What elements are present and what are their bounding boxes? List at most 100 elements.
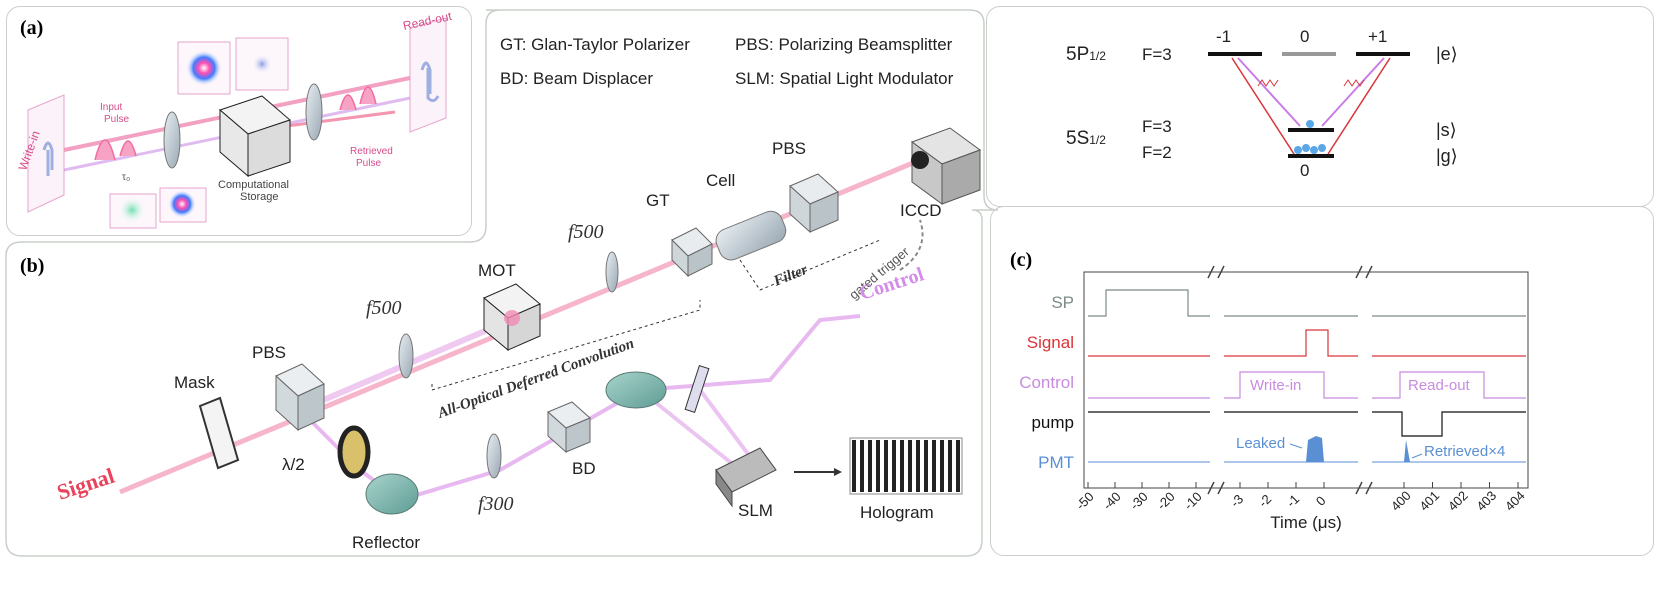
- retrieved-peak: [1404, 440, 1410, 462]
- panel-b: (b) GT: Glan-Taylor Polarizer PBS: Polar…: [5, 9, 999, 557]
- decay-wiggle-left: [1257, 79, 1279, 87]
- hologram-label: Hologram: [860, 503, 934, 522]
- retrieved-label-c: Retrieved×4: [1424, 443, 1505, 460]
- lower-f2-label: F=2: [1142, 143, 1172, 162]
- m-plus-label: +1: [1368, 27, 1387, 46]
- retrieved-label-2: Pulse: [356, 158, 381, 169]
- bd-crystal: [547, 401, 591, 454]
- trace-pump-3: [1372, 411, 1526, 437]
- m-zero-bottom-label: 0: [1300, 161, 1309, 180]
- half-wave-label: λ/2: [282, 455, 305, 474]
- x-tick-label: -30: [1127, 489, 1151, 513]
- input-pulse-label-2: Pulse: [104, 114, 129, 125]
- gt-label: GT: [646, 191, 670, 210]
- decay-wiggle-right: [1343, 79, 1365, 87]
- channel-pmt: PMT: [1038, 453, 1074, 472]
- x-tick-label: 400: [1388, 488, 1414, 514]
- panel-b-frame: [5, 9, 999, 557]
- panel-c: (c) SP Signal Control pump PMT Write-in …: [1010, 249, 1529, 532]
- ket-s: |s⟩: [1436, 120, 1457, 140]
- pbs-top-cube: [789, 173, 839, 234]
- trace-control-2: [1224, 371, 1358, 399]
- f500-left-lens: [398, 333, 414, 379]
- read-out-label-c: Read-out: [1408, 377, 1471, 394]
- atom-g-2: [1302, 144, 1310, 152]
- reflector-mirror: [365, 473, 419, 515]
- input-pulse-shape: [94, 139, 137, 161]
- fold-mirror: [684, 364, 710, 414]
- legend-pbs: PBS: Polarizing Beamsplitter: [735, 35, 953, 54]
- lower-f3-label: F=3: [1142, 117, 1172, 136]
- upper-f-label: F=3: [1142, 45, 1172, 64]
- level-scheme-frame: [986, 6, 1654, 207]
- trace-sp-1: [1088, 289, 1210, 317]
- x-tick-label: 401: [1416, 488, 1442, 514]
- leaked-pointer: [1289, 443, 1303, 449]
- signal-label: Signal: [54, 463, 118, 505]
- leaked-peak: [1306, 436, 1324, 462]
- lens-a-right: [305, 83, 323, 141]
- pump-transition-left: [1231, 57, 1295, 155]
- upper-state-label: 5P1/2: [1066, 44, 1106, 65]
- iccd-camera: [910, 127, 982, 205]
- write-in-screen: [27, 94, 65, 213]
- reflector-label: Reflector: [352, 533, 420, 552]
- channel-sp: SP: [1051, 293, 1074, 312]
- slm-mirror: [605, 371, 667, 409]
- mot-cube: [483, 283, 541, 352]
- f500-right-lens: [605, 251, 619, 293]
- slm-device: [715, 447, 777, 508]
- gt-prism: [671, 227, 713, 278]
- ket-g: |g⟩: [1436, 146, 1458, 166]
- tau-label: τ₀: [122, 172, 130, 183]
- trace-signal-2: [1224, 329, 1358, 357]
- m-zero-label: 0: [1300, 27, 1309, 46]
- retrieved-pulse-shape: [339, 86, 377, 111]
- storage-cube: [219, 95, 291, 178]
- x-tick-label: -2: [1255, 491, 1274, 510]
- x-tick-label: -10: [1181, 489, 1205, 513]
- control-transition-left: [1237, 57, 1301, 127]
- channel-control: Control: [1019, 373, 1074, 392]
- level-scheme: 5P1/2 F=3 5S1/2 F=3 F=2 -1 0 +1 0 |e⟩ |s…: [1066, 27, 1458, 180]
- vapor-cell: [715, 210, 787, 261]
- pump-transition-right: [1327, 57, 1391, 155]
- x-tick-label: -40: [1100, 489, 1124, 513]
- filter-bracket: [739, 239, 881, 291]
- iccd-label: ICCD: [900, 201, 942, 220]
- half-wave-plate: [337, 425, 371, 479]
- slm-label: SLM: [738, 501, 773, 520]
- x-tick-label: -1: [1283, 491, 1302, 510]
- mode-image-1-spot: [186, 50, 222, 86]
- x-tick-label: -20: [1154, 489, 1178, 513]
- storage-label-1: Computational: [218, 179, 289, 191]
- atom-g-1: [1294, 146, 1302, 154]
- axis-breaks: [1207, 265, 1373, 495]
- panel-b-label: (b): [20, 255, 44, 277]
- timing-frame: [1083, 271, 1529, 489]
- pbs-top-label: PBS: [772, 139, 806, 158]
- lower-state-label: 5S1/2: [1066, 128, 1106, 149]
- channel-pump: pump: [1031, 413, 1074, 432]
- panel-c-label: (c): [1010, 249, 1032, 271]
- ket-e: |e⟩: [1436, 44, 1458, 64]
- atom-g-4: [1318, 144, 1326, 152]
- panel-a-label: (a): [20, 17, 43, 39]
- x-tick-label: 403: [1473, 488, 1499, 514]
- control-transition-right: [1321, 57, 1385, 127]
- hologram-image: [849, 437, 963, 495]
- x-tick-label: 402: [1445, 488, 1471, 514]
- x-tick-label: -3: [1227, 491, 1246, 510]
- m-minus-label: -1: [1216, 27, 1231, 46]
- filter-label: Filter: [771, 262, 811, 290]
- pbs-bottom-cube: [275, 363, 325, 432]
- f500-right-label: f500: [568, 221, 604, 243]
- f300-lens: [486, 433, 502, 479]
- cell-label: Cell: [706, 171, 735, 190]
- input-pulse-label-1: Input: [100, 102, 122, 113]
- x-tick-label: -50: [1073, 489, 1097, 513]
- lens-a-left: [163, 111, 181, 169]
- write-in-pattern: [42, 141, 54, 176]
- pbs-bottom-label: PBS: [252, 343, 286, 362]
